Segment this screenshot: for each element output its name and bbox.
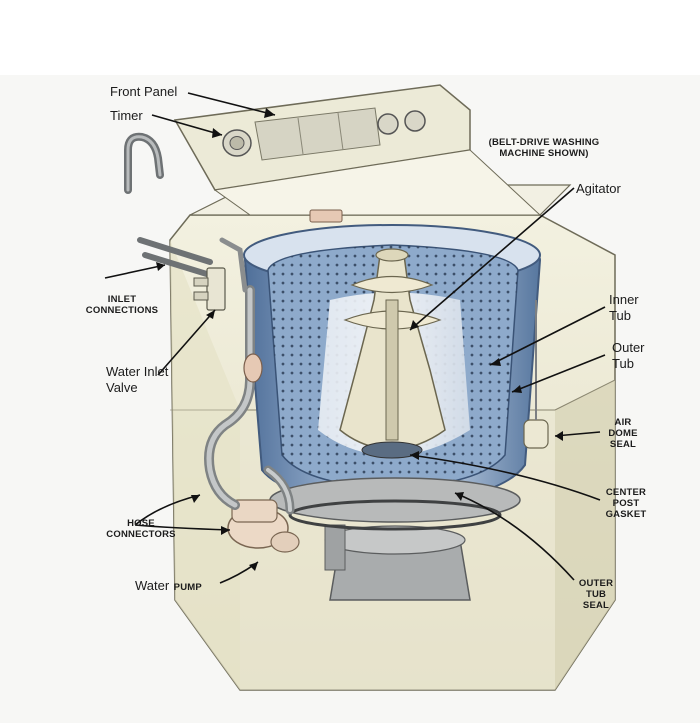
inner-tub-line-1: Inner: [609, 292, 639, 307]
inlet-line-1: INLET: [107, 294, 137, 305]
note-line-2: MACHINE SHOWN): [499, 148, 589, 159]
hoses: [124, 132, 295, 515]
water-pump: [227, 499, 300, 553]
water-inlet-valve: [193, 267, 263, 383]
label-air-dome-seal: AIR DOME SEAL: [603, 417, 643, 450]
label-belt-drive-note: (BELT-DRIVE WASHING MACHINE SHOWN): [478, 137, 610, 159]
hose-line-2: CONNECTORS: [106, 529, 176, 540]
label-center-post-gasket: CENTER POST GASKET: [596, 487, 656, 520]
note-line-1: (BELT-DRIVE WASHING: [488, 137, 600, 148]
outer-seal-line-3: SEAL: [582, 600, 610, 611]
label-outer-tub: Outer Tub: [612, 340, 645, 372]
label-inlet-connections: INLET CONNECTIONS: [76, 294, 168, 316]
center-post-line-2: POST: [612, 498, 640, 509]
pump-word: PUMP: [173, 582, 202, 593]
outer-seal-line-1: OUTER: [578, 578, 614, 589]
outer-tub-line-1: Outer: [612, 340, 645, 355]
hose-line-1: HOSE: [127, 518, 155, 529]
top-console: [173, 84, 572, 223]
label-inner-tub: Inner Tub: [609, 292, 639, 324]
label-water-inlet-valve: Water Inlet Valve: [106, 364, 168, 396]
water-inlet-line-2: Valve: [106, 380, 138, 395]
inner-tub-line-2: Tub: [609, 308, 631, 323]
outer-tub-line-2: Tub: [612, 356, 634, 371]
label-agitator: Agitator: [576, 181, 621, 196]
air-dome-line-3: SEAL: [609, 439, 637, 450]
label-front-panel: Front Panel: [110, 84, 178, 99]
air-dome: [523, 300, 549, 449]
air-dome-line-2: DOME: [608, 428, 638, 439]
center-post-line-3: GASKET: [605, 509, 647, 520]
water-inlet-line-1: Water Inlet: [106, 364, 169, 379]
outer-seal-line-2: TUB: [585, 589, 607, 600]
label-timer: Timer: [110, 108, 143, 123]
label-water-pump: Water PUMP: [135, 577, 202, 595]
water-pump-word: Water: [135, 578, 170, 593]
inlet-line-2: CONNECTIONS: [85, 305, 159, 316]
label-hose-connectors: HOSE CONNECTORS: [92, 518, 190, 540]
air-dome-line-1: AIR: [614, 417, 632, 428]
center-post-line-1: CENTER: [605, 487, 647, 498]
label-outer-tub-seal: OUTER TUB SEAL: [568, 578, 624, 611]
leader-arrowheads: [156, 108, 563, 571]
